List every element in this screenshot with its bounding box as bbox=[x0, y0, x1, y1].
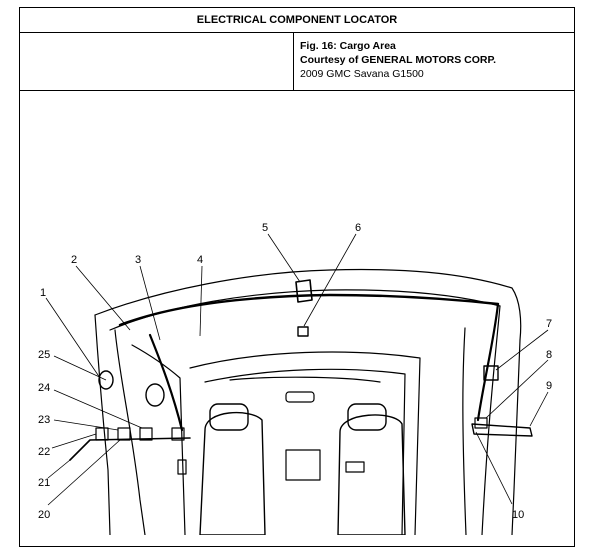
right-wall-outline bbox=[511, 339, 521, 535]
dome-lamp bbox=[297, 326, 309, 337]
leader-3 bbox=[139, 265, 161, 341]
callout-20: 20 bbox=[38, 509, 50, 521]
caption-blank-cell bbox=[20, 33, 294, 90]
callout-24: 24 bbox=[38, 382, 50, 394]
right-seat-back bbox=[337, 414, 406, 535]
callout-21: 21 bbox=[38, 477, 50, 489]
roof-harness-drop-left bbox=[148, 333, 184, 432]
rear-door-frame bbox=[189, 351, 421, 535]
callout-2: 2 bbox=[71, 254, 77, 266]
leader-8 bbox=[485, 359, 549, 419]
right-lamp bbox=[483, 365, 499, 381]
leader-23 bbox=[53, 419, 119, 431]
connector-25 bbox=[171, 427, 185, 441]
connector-23 bbox=[117, 427, 131, 441]
courtesy-line: Courtesy of GENERAL MOTORS CORP. bbox=[300, 54, 497, 66]
leader-7 bbox=[495, 329, 549, 371]
caption-row: Fig. 16: Cargo Area Courtesy of GENERAL … bbox=[20, 33, 574, 91]
locator-sheet: ELECTRICAL COMPONENT LOCATOR Fig. 16: Ca… bbox=[19, 7, 575, 547]
callout-4: 4 bbox=[197, 254, 203, 266]
cargo-area-diagram: 1 2 3 4 5 6 7 8 9 10 20 21 22 23 24 25 bbox=[38, 222, 552, 535]
rear-door-frame-inner bbox=[204, 368, 406, 535]
center-console bbox=[285, 449, 321, 481]
callout-23: 23 bbox=[38, 414, 50, 426]
left-wall-outline bbox=[94, 314, 111, 535]
leader-1 bbox=[45, 297, 101, 379]
roof-harness-drop-right bbox=[476, 302, 500, 422]
leader-5 bbox=[267, 233, 301, 283]
document-frame: ELECTRICAL COMPONENT LOCATOR Fig. 16: Ca… bbox=[19, 7, 575, 547]
roof-outline bbox=[94, 268, 522, 341]
figure-title: Fig. 16: Cargo Area bbox=[300, 40, 396, 52]
leader-21 bbox=[47, 459, 71, 479]
leader-2 bbox=[75, 265, 131, 331]
rearview-mirror bbox=[285, 391, 315, 403]
leader-6 bbox=[303, 233, 357, 327]
leader-24 bbox=[53, 389, 143, 429]
roof-module bbox=[295, 279, 313, 303]
caption-block: Fig. 16: Cargo Area Courtesy of GENERAL … bbox=[300, 39, 496, 81]
left-pillar bbox=[114, 329, 146, 535]
leader-25 bbox=[53, 355, 107, 381]
callout-3: 3 bbox=[135, 254, 141, 266]
page-title: ELECTRICAL COMPONENT LOCATOR bbox=[20, 8, 574, 33]
callout-22: 22 bbox=[38, 446, 50, 458]
floor-module bbox=[345, 461, 365, 473]
vehicle-line: 2009 GMC Savana G1500 bbox=[300, 68, 424, 80]
dash-line bbox=[229, 376, 381, 383]
callout-9: 9 bbox=[546, 380, 552, 392]
leader-4 bbox=[199, 265, 203, 337]
callout-25: 25 bbox=[38, 349, 50, 361]
roof-harness bbox=[118, 293, 500, 327]
callout-5: 5 bbox=[262, 222, 268, 234]
callout-6: 6 bbox=[355, 222, 361, 234]
connector-24 bbox=[139, 427, 153, 441]
leader-10 bbox=[475, 431, 513, 505]
left-headrest bbox=[209, 403, 249, 431]
connector-side bbox=[177, 459, 187, 475]
right-connector bbox=[471, 423, 533, 437]
leader-22 bbox=[51, 433, 97, 449]
left-connector-row bbox=[69, 437, 191, 461]
left-speaker bbox=[145, 383, 165, 407]
left-seat-back bbox=[199, 411, 266, 535]
callout-10: 10 bbox=[512, 509, 524, 521]
leader-9 bbox=[529, 391, 549, 427]
right-headrest bbox=[347, 403, 387, 431]
leader-20 bbox=[47, 439, 121, 506]
right-door-edge bbox=[462, 327, 467, 535]
left-lamp bbox=[98, 370, 114, 390]
callout-8: 8 bbox=[546, 349, 552, 361]
callout-7: 7 bbox=[546, 318, 552, 330]
callout-1: 1 bbox=[40, 287, 46, 299]
right-pillar bbox=[481, 305, 501, 535]
right-module-8 bbox=[474, 417, 488, 429]
connector-22 bbox=[95, 427, 109, 441]
